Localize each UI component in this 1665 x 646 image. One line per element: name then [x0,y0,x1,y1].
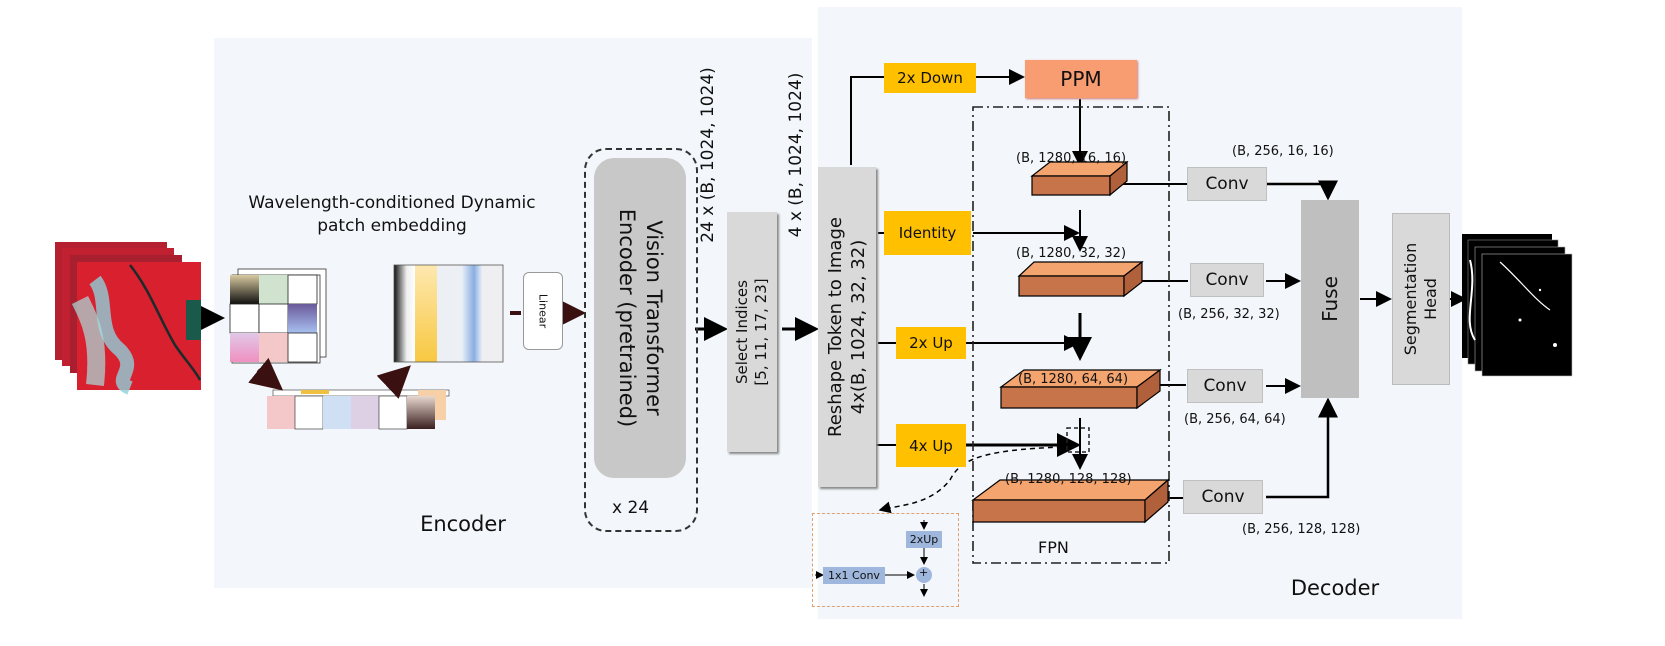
linear-layer-box: Linear [523,272,563,350]
fpn-level-2-shape: (B, 1280, 32, 32) [1016,246,1127,261]
embedding-title-line2: patch embedding [317,216,467,236]
vit-output-shape: 24 x (B, 1024, 1024) [698,67,718,243]
segmentation-head-box: Segmentation Head [1392,213,1450,385]
input-image-stack [55,242,202,395]
inset-conv-box: 1x1 Conv [823,567,885,584]
embedding-title: Wavelength-conditioned Dynamic patch emb… [222,192,562,238]
select-label-line2: [5, 11, 17, 23] [752,278,770,386]
vit-repeat-frame [584,148,698,532]
vit-label-line2: Encoder (pretrained) [615,208,639,428]
fpn-level-2-slab [1017,260,1144,298]
conv-level-2-shape: (B, 256, 32, 32) [1178,307,1280,322]
inset-add-symbol: + [919,566,929,579]
select-output-shape: 4 x (B, 1024, 1024) [786,72,806,238]
fpn-level-1-shape: (B, 1280, 16, 16) [1016,151,1127,166]
conv-level-1: Conv [1187,167,1267,201]
seg-label-line2: Head [1421,278,1440,320]
vit-repeat-count: x 24 [612,498,650,518]
fpn-level-3-shape: (B, 1280, 64, 64) [1018,372,1129,387]
arrow-conv4-fuse [1266,397,1338,499]
decoder-label: Decoder [1290,576,1380,600]
select-indices-box: Select Indices [5, 11, 17, 23] [727,212,777,452]
conv-level-4-shape: (B, 256, 128, 128) [1242,522,1361,537]
conv-level-2: Conv [1190,263,1264,297]
vit-label-line1: Vision Transformer [642,220,666,416]
conv-level-1-shape: (B, 256, 16, 16) [1232,144,1334,159]
fuse-box: Fuse [1301,200,1359,398]
conv-level-4: Conv [1183,480,1263,514]
fpn-label: FPN [1038,538,1069,557]
conv-level-3: Conv [1187,369,1263,403]
arrow-tokens-to-bands [376,365,411,399]
vit-encoder-box: Vision Transformer Encoder (pretrained) [594,158,686,478]
reshape-label-line1: Reshape Token to Image [825,217,846,437]
token-sequence-graphic [267,389,450,430]
merge-detail-inset [812,513,959,607]
arrow-patch-to-tokens [248,357,284,391]
seg-label-line1: Segmentation [1401,242,1420,356]
reshape-label-line2: 4x(B, 1024, 32, 32) [848,239,869,415]
fpn-border [972,106,1170,564]
fpn-level-3-slab [999,368,1162,410]
branch-4x-up: 4x Up [896,424,966,467]
inset-add-node [916,567,932,583]
linear-label: Linear [536,293,550,329]
conv-level-3-shape: (B, 256, 64, 64) [1184,412,1286,427]
encoder-label: Encoder [420,512,506,536]
output-mask-stack [1462,234,1573,377]
arrow-conv1-fuse [1266,180,1338,201]
embedding-title-line1: Wavelength-conditioned Dynamic [248,193,536,213]
merge-detail-marker [1066,427,1090,453]
inset-upsample-box: 2xUp [906,531,942,548]
branch-2x-up: 2x Up [896,327,966,359]
patch-grid-graphic [229,268,327,364]
spectral-bands-graphic [393,264,504,363]
inset-pointer [878,446,1063,514]
fpn-level-4-slab [971,478,1170,524]
reshape-box: Reshape Token to Image 4x(B, 1024, 32, 3… [818,167,876,487]
branch-2x-down: 2x Down [884,63,976,93]
fpn-level-1-slab [1030,160,1129,197]
fpn-level-4-shape: (B, 1280, 128, 128) [1005,472,1132,487]
branch-identity: Identity [884,211,971,255]
select-label-line1: Select Indices [733,280,751,384]
line-reshape-2xdown [850,76,884,165]
ppm-box: PPM [1025,60,1137,98]
